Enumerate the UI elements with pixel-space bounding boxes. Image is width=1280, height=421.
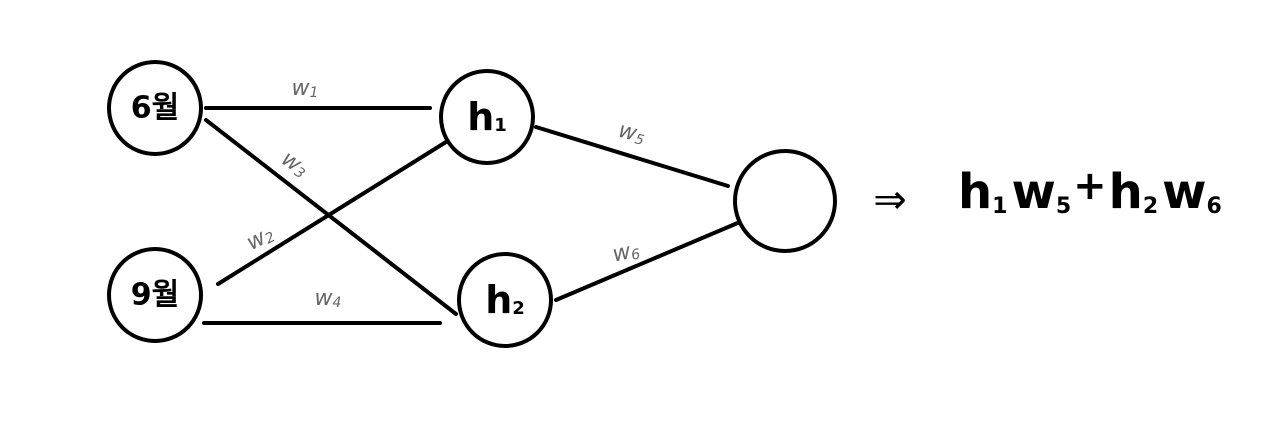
input-node-june-label: 6월 bbox=[131, 91, 179, 126]
input-node-sept-label: 9월 bbox=[131, 278, 179, 313]
hidden-node-2: h2 bbox=[457, 252, 553, 348]
edge-w5 bbox=[534, 125, 730, 188]
input-node-june: 6월 bbox=[107, 60, 203, 156]
edge-w2 bbox=[216, 140, 448, 286]
hidden-node-1: h1 bbox=[439, 69, 535, 165]
input-node-sept: 9월 bbox=[107, 247, 203, 343]
weight-label-w1: w1 bbox=[292, 76, 319, 102]
edge-w6 bbox=[554, 220, 742, 302]
hidden-node-1-label: h1 bbox=[467, 95, 507, 139]
output-node bbox=[733, 149, 837, 253]
weight-label-w6: w6 bbox=[610, 237, 642, 268]
hidden-node-2-label: h2 bbox=[485, 278, 525, 322]
weight-label-w4: w4 bbox=[315, 286, 342, 312]
output-formula: h1w5+h2w6 bbox=[958, 163, 1222, 220]
edge-w3 bbox=[204, 118, 458, 316]
implies-arrow-icon: ⇒ bbox=[873, 177, 907, 223]
weight-label-w5: w5 bbox=[616, 117, 649, 149]
